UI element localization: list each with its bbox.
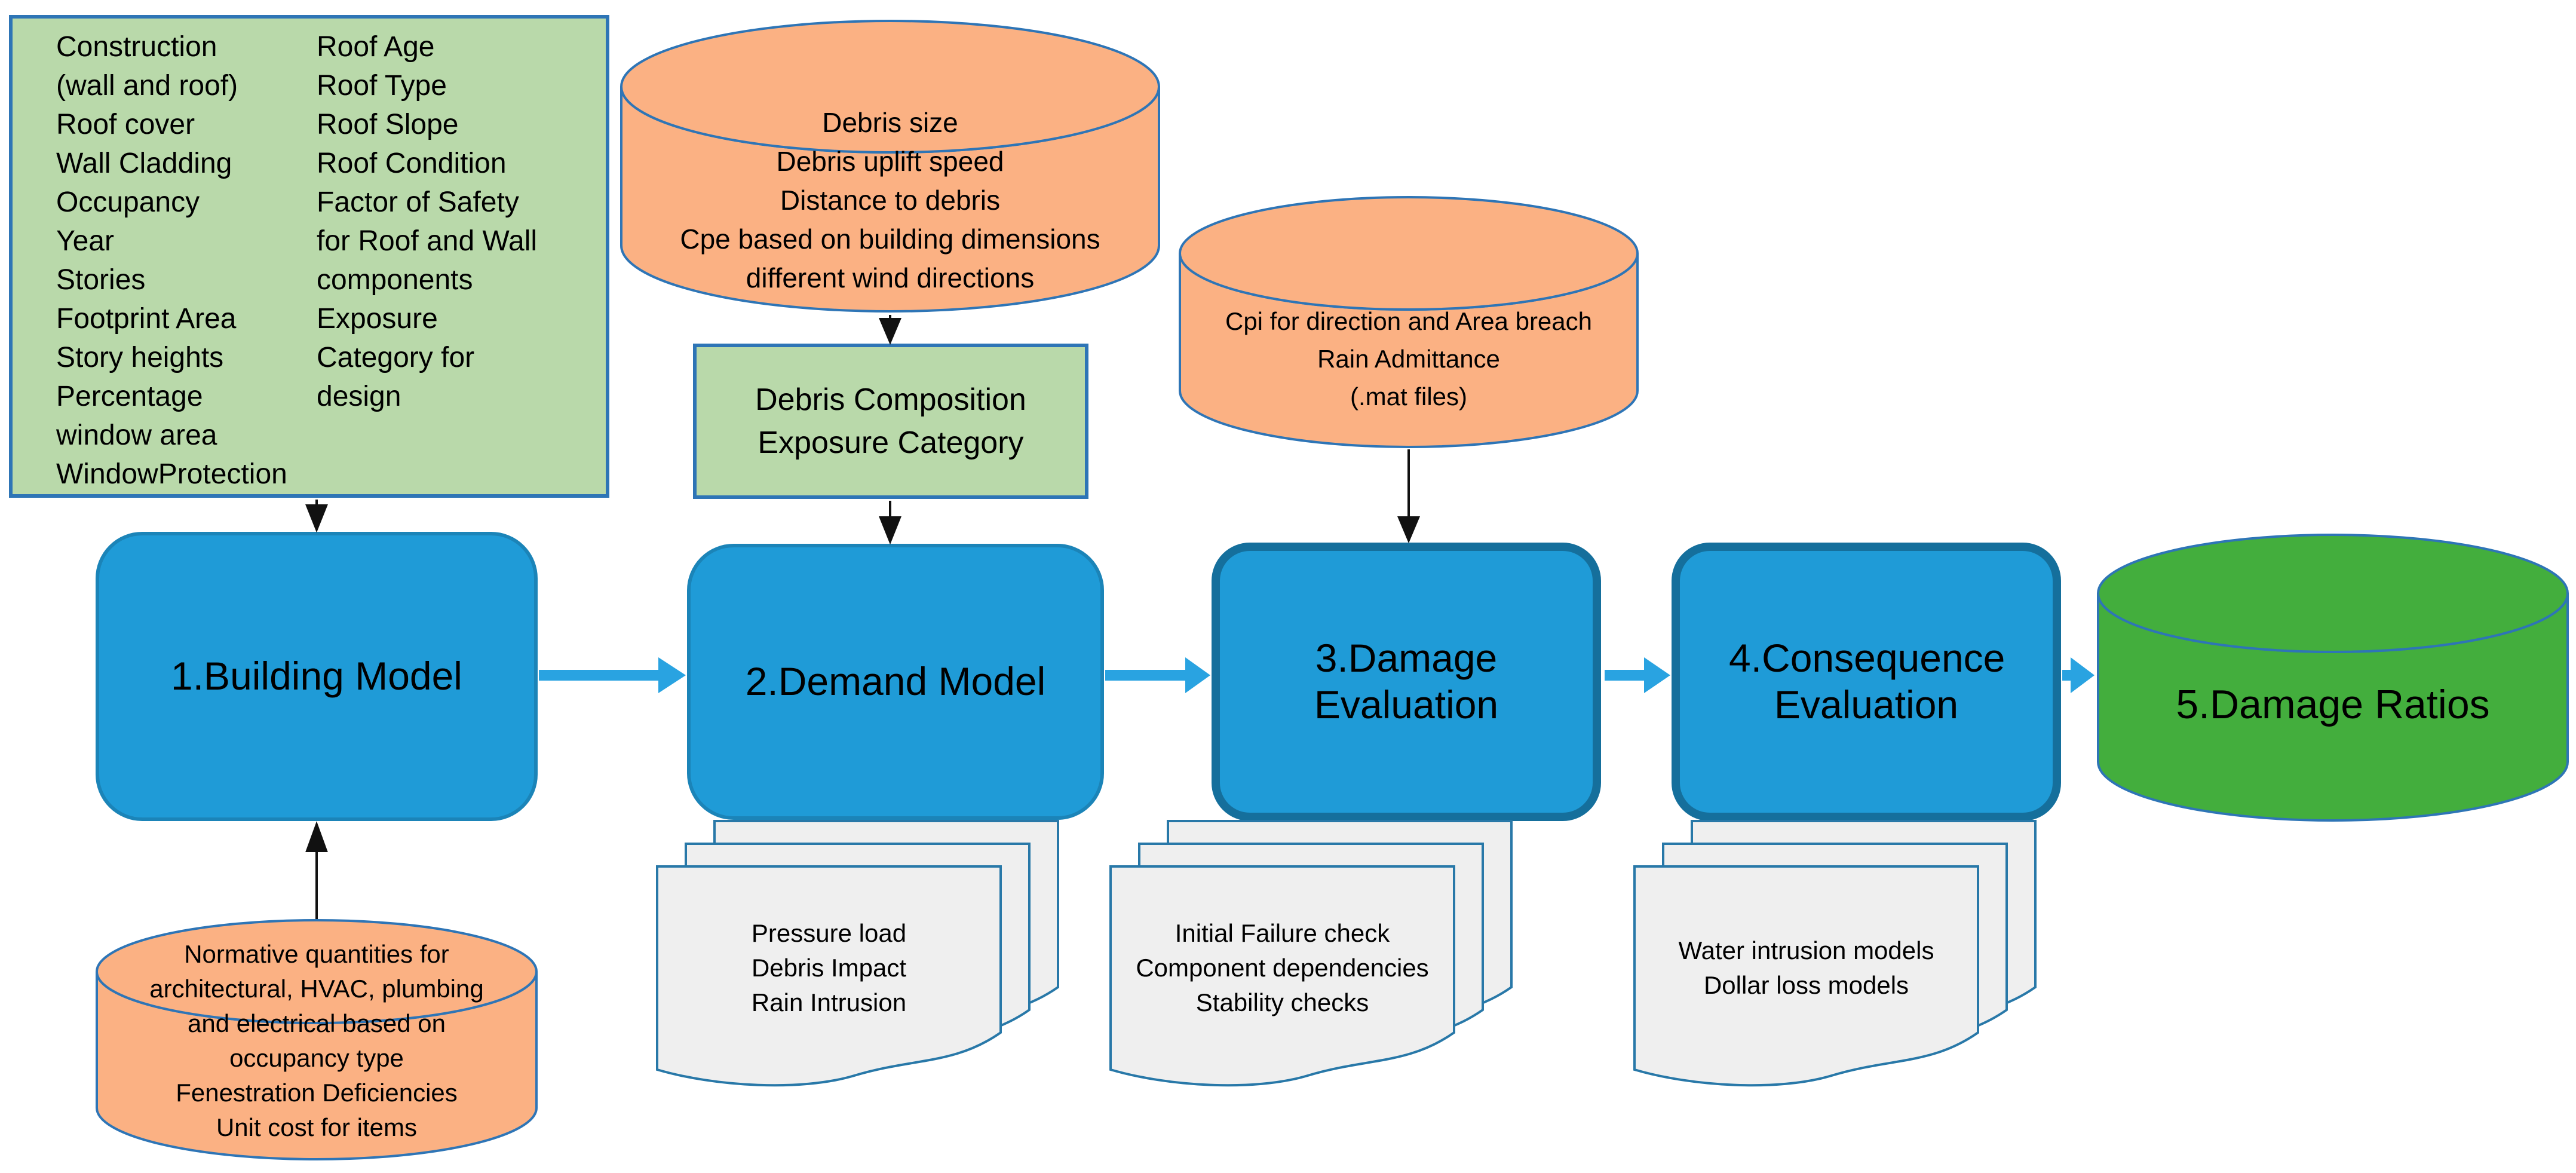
flow-arrow-1-2 xyxy=(539,670,658,681)
flow-arrowhead-2-3 xyxy=(1185,657,1210,693)
cylinder-top xyxy=(2097,534,2569,653)
damage-checks-text: Initial Failure check Component dependen… xyxy=(1136,919,1429,1016)
normative-quantities-cylinder xyxy=(96,919,538,1160)
flow-arrow-2-3 xyxy=(1105,670,1185,681)
step-demand-model: 2.Demand Model xyxy=(687,544,1104,820)
damage-ratios-label: 5.Damage Ratios xyxy=(2176,682,2490,728)
building-attributes-col2: Roof Age Roof Type Roof Slope Roof Condi… xyxy=(317,31,538,412)
document-page xyxy=(1109,865,1455,1087)
demand-outputs-text: Pressure load Debris Impact Rain Intrusi… xyxy=(751,919,907,1016)
document-stack-demand-outputs xyxy=(656,820,1059,1087)
cylinder-top xyxy=(96,919,538,1024)
step-building-model: 1.Building Model xyxy=(96,532,538,821)
debris-data-cylinder xyxy=(620,20,1160,313)
step-consequence-evaluation-label: 4.Consequence Evaluation xyxy=(1729,636,2005,727)
building-attributes-box xyxy=(9,15,609,498)
arrowhead-down xyxy=(879,516,901,545)
debris-composition-box xyxy=(693,344,1088,499)
flow-arrowhead-4-5 xyxy=(2071,657,2094,693)
document-page xyxy=(656,865,1002,1087)
building-attributes-col1: Construction (wall and roof) Roof cover … xyxy=(56,31,287,490)
document-stack-consequence-models xyxy=(1633,820,2037,1087)
flow-arrow-3-4 xyxy=(1605,670,1644,681)
step-demand-model-label: 2.Demand Model xyxy=(745,659,1046,704)
cpi-data-text: Cpi for direction and Area breach Rain A… xyxy=(1225,307,1593,411)
document-page xyxy=(1633,865,1979,1087)
flow-arrowhead-3-4 xyxy=(1644,657,1670,693)
step-consequence-evaluation: 4.Consequence Evaluation xyxy=(1672,543,2061,821)
flow-arrowhead-1-2 xyxy=(658,657,686,693)
step-damage-evaluation: 3.Damage Evaluation xyxy=(1212,543,1601,821)
flow-arrow-4-5 xyxy=(2062,670,2071,681)
normative-quantities-text: Normative quantities for architectural, … xyxy=(149,940,484,1141)
cpi-data-cylinder xyxy=(1179,196,1639,448)
debris-composition-text: Debris Composition Exposure Category xyxy=(755,382,1026,460)
debris-data-text: Debris size Debris uplift speed Distance… xyxy=(680,106,1100,293)
step-building-model-label: 1.Building Model xyxy=(171,654,462,699)
cylinder-top xyxy=(620,20,1160,154)
step-damage-evaluation-label: 3.Damage Evaluation xyxy=(1314,636,1499,727)
arrowhead-up xyxy=(305,821,328,852)
consequence-models-text: Water intrusion models Dollar loss model… xyxy=(1678,936,1934,999)
arrowhead-down xyxy=(305,504,328,533)
document-stack-damage-checks xyxy=(1109,820,1513,1087)
arrowhead-down xyxy=(878,318,902,345)
damage-ratios-cylinder xyxy=(2097,534,2569,822)
cylinder-top xyxy=(1179,196,1639,311)
arrowhead-down xyxy=(1397,516,1421,544)
